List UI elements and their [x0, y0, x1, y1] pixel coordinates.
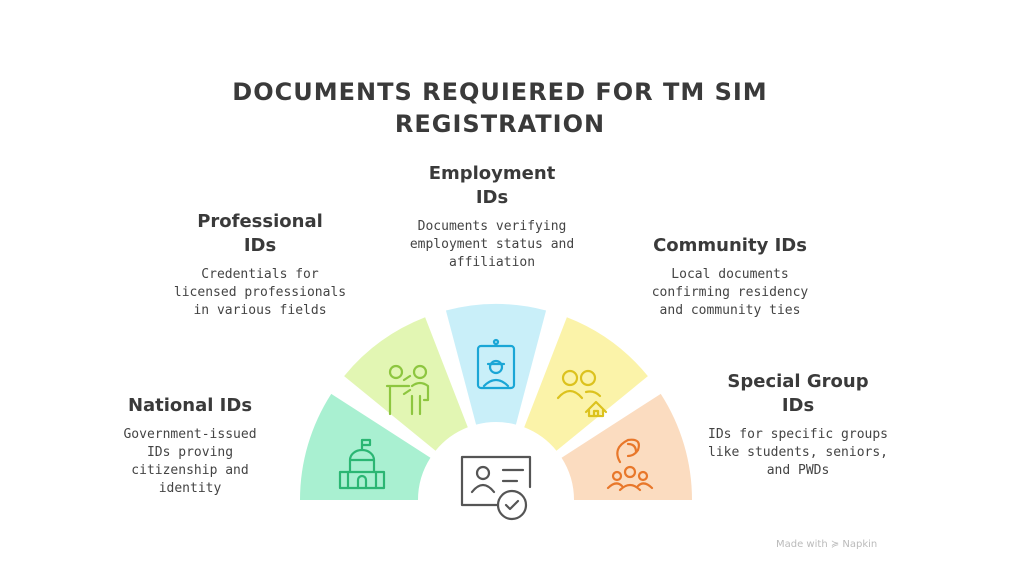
- special-group-ids-desc: IDs for specific groups like students, s…: [708, 427, 889, 478]
- title-line-2: REGISTRATION: [394, 110, 606, 138]
- special-group-ids-segment: [561, 393, 692, 500]
- government-building-icon: [338, 438, 386, 490]
- diagram-title: DOCUMENTS REQUIERED FOR TM SIM REGISTRAT…: [0, 76, 1000, 140]
- national-ids-segment: [300, 393, 431, 500]
- made-with-napkin-credit[interactable]: Made with ≽ Napkin: [776, 539, 878, 550]
- national-ids-block: National IDs Government-issued IDs provi…: [100, 394, 280, 498]
- employee-badge-icon: [476, 338, 516, 390]
- title-line-1: DOCUMENTS REQUIERED FOR TM SIM: [232, 78, 768, 106]
- national-ids-desc: Government-issued IDs proving citizenshi…: [123, 427, 257, 496]
- teacher-presenting-icon: [385, 364, 430, 416]
- special-group-ids-title: Special Group IDs: [727, 371, 869, 416]
- professional-ids-desc: Credentials for licensed professionals i…: [173, 267, 347, 318]
- community-home-icon: [556, 369, 608, 418]
- professional-ids-segment: [344, 317, 468, 451]
- employment-ids-block: Employment IDs Documents verifying emplo…: [402, 162, 582, 272]
- employment-ids-title: Employment IDs: [428, 163, 556, 208]
- community-ids-title: Community IDs: [653, 235, 807, 256]
- group-hand-icon: [606, 438, 654, 492]
- professional-ids-block: Professional IDs Credentials for license…: [170, 210, 350, 320]
- community-ids-desc: Local documents confirming residency and…: [651, 267, 809, 318]
- professional-ids-title: Professional IDs: [197, 211, 323, 256]
- id-card-verified-icon: [460, 455, 532, 521]
- community-ids-block: Community IDs Local documents confirming…: [630, 234, 830, 320]
- national-ids-title: National IDs: [127, 395, 253, 416]
- employment-ids-desc: Documents verifying employment status an…: [409, 219, 575, 270]
- special-group-ids-block: Special Group IDs IDs for specific group…: [700, 370, 895, 480]
